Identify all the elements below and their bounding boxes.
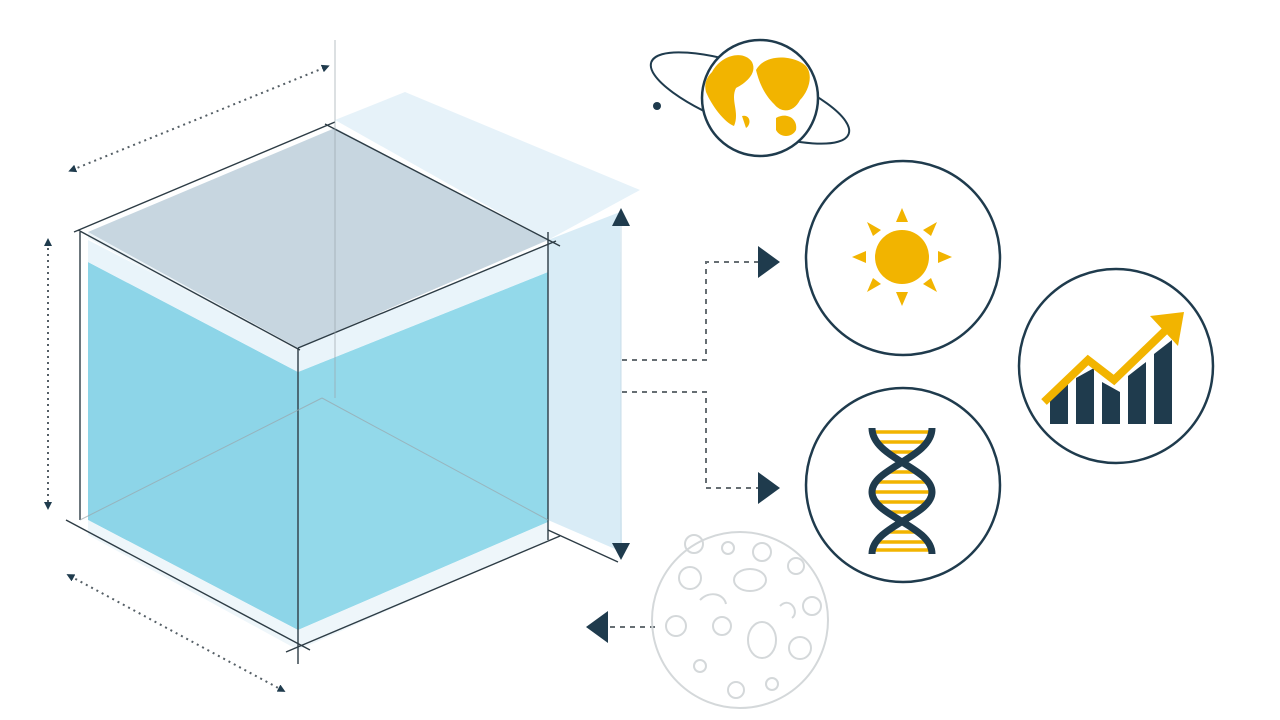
width-arrow-bottom [66,574,286,692]
cube-hidden-edges [79,40,549,521]
arrowhead-to-dna [758,472,780,504]
connector-to-sun [622,261,762,361]
globe-orbit-icon [649,38,851,158]
connector-to-dna [622,391,762,489]
water-front-face [298,272,548,630]
cube-top-face [88,128,548,348]
sun-icon-circle [804,159,1002,357]
cube [65,40,640,664]
height-arrow-right [612,208,630,560]
cube-right-glass-panel [548,212,622,552]
dna-icon [868,427,936,555]
sun-icon [852,208,952,306]
water-left-face [88,262,298,630]
cube-back-glass-panel [335,92,640,240]
dna-icon-circle [804,386,1002,584]
growth-chart-icon [1041,312,1184,424]
microbe-sketch-icon [651,531,829,709]
growth-chart-icon-circle [1017,267,1215,465]
arrowhead-to-sun [758,246,780,278]
water-surface-band [88,240,548,372]
cube-edges [65,121,619,664]
depth-arrow-top [68,64,330,173]
arrowhead-to-cube [586,611,608,643]
